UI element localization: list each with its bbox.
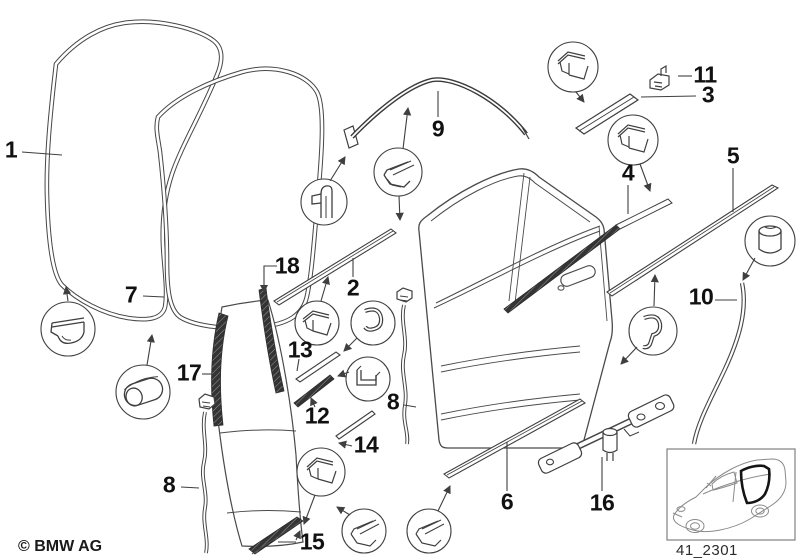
strip-17-drawing bbox=[211, 312, 229, 427]
inset-box bbox=[666, 448, 796, 541]
copyright-notice: © BMW AG bbox=[18, 538, 103, 555]
door-check-16-drawing bbox=[537, 394, 675, 474]
rear-door-drawing bbox=[418, 168, 614, 449]
callout-17[interactable]: 17 bbox=[176, 359, 202, 386]
callout-11[interactable]: 11 bbox=[693, 61, 717, 88]
wedge-clip-detail-4 bbox=[607, 114, 659, 166]
rail-clip-detail-sill bbox=[341, 508, 387, 554]
callout-12[interactable]: 12 bbox=[304, 402, 330, 429]
callout-15[interactable]: 15 bbox=[299, 528, 325, 555]
callout-4[interactable]: 4 bbox=[621, 159, 635, 186]
seal-section-detail bbox=[40, 301, 96, 357]
callout-1[interactable]: 1 bbox=[4, 136, 18, 163]
strip-18-drawing bbox=[258, 287, 285, 394]
wedge-clip-detail-15 bbox=[296, 447, 346, 497]
callout-2[interactable]: 2 bbox=[346, 274, 360, 301]
callout-5[interactable]: 5 bbox=[726, 142, 740, 169]
clip-detail-circles bbox=[40, 41, 796, 554]
strip-10-drawing bbox=[691, 282, 746, 445]
car-outline bbox=[672, 458, 787, 533]
tube-section-detail bbox=[115, 364, 171, 420]
callout-16[interactable]: 16 bbox=[589, 489, 615, 516]
callout-7[interactable]: 7 bbox=[124, 281, 138, 308]
rail-clip-detail-top bbox=[373, 147, 423, 197]
callout-6[interactable]: 6 bbox=[500, 488, 514, 515]
bracket-11-drawing bbox=[649, 64, 670, 91]
callout-3[interactable]: 3 bbox=[701, 81, 715, 108]
strip-13-drawing bbox=[295, 351, 341, 383]
post-clip-detail bbox=[300, 178, 348, 226]
callout-18[interactable]: 18 bbox=[274, 252, 300, 279]
cap-clip-detail bbox=[744, 215, 796, 267]
edge-protection-8-right-drawing bbox=[396, 287, 413, 445]
strip-2-drawing bbox=[273, 228, 397, 306]
u-channel-detail bbox=[345, 356, 391, 402]
diagram-code: 41_2301 bbox=[676, 542, 738, 559]
door-handle bbox=[557, 265, 596, 291]
strip-3-drawing bbox=[574, 93, 640, 135]
callout-9[interactable]: 9 bbox=[431, 115, 445, 142]
callout-8-left[interactable]: 8 bbox=[162, 471, 176, 498]
strip-5-drawing bbox=[606, 184, 780, 297]
edge-protection-8-left-drawing bbox=[198, 393, 216, 554]
c-profile-detail bbox=[350, 300, 396, 346]
car-position-inset bbox=[666, 448, 796, 541]
highlighted-rear-door-window bbox=[739, 464, 771, 505]
callout-14[interactable]: 14 bbox=[353, 431, 379, 458]
callout-10[interactable]: 10 bbox=[688, 283, 714, 310]
wedge-clip-detail-2 bbox=[294, 300, 340, 346]
strip-6-drawing bbox=[443, 398, 586, 479]
callout-8-right[interactable]: 8 bbox=[386, 388, 400, 415]
rail-clip-detail-6 bbox=[406, 508, 452, 554]
strip-4-drawing bbox=[503, 198, 673, 314]
door-seal-1-drawing bbox=[44, 19, 224, 322]
strip-9-drawing bbox=[343, 77, 530, 149]
strip-12-drawing bbox=[293, 374, 335, 408]
wedge-clip-detail-3 bbox=[547, 41, 599, 93]
leader-lines bbox=[21, 75, 756, 543]
strip-14-drawing bbox=[335, 410, 376, 440]
hook-clip-detail bbox=[628, 306, 678, 356]
callout-13[interactable]: 13 bbox=[287, 336, 313, 363]
